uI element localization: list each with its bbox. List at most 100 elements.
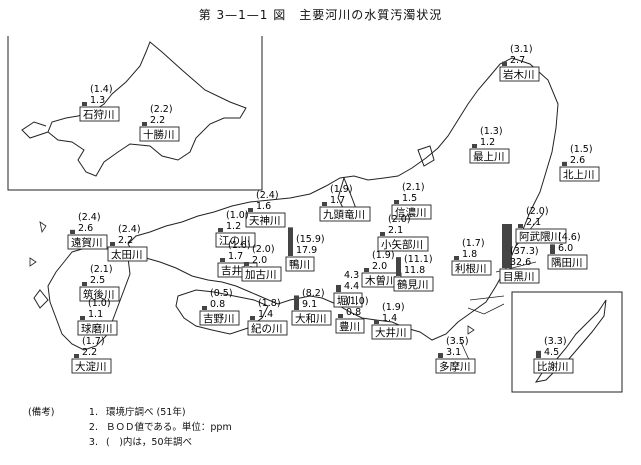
river-name-box [435,358,476,374]
current-value: 32.6 [510,257,531,268]
river-name-box [559,166,600,182]
note-number: 3. [88,437,98,448]
river-name-box [291,310,332,326]
bod-bar [244,262,249,266]
river-name-box [377,236,429,252]
previous-value: (1.6) [228,240,251,251]
bod-bar [374,320,379,324]
bod-bar [438,353,443,358]
previous-value: (15.9) [296,234,325,245]
current-value: 2.1 [526,217,541,228]
current-value: 0.8 [210,299,225,310]
river-name: 北上川 [563,169,595,181]
river-name-box [107,246,148,262]
previous-value: (2.2) [150,104,173,115]
current-value: 2.5 [90,275,105,286]
okinawa-island [534,299,607,383]
river-label-toyo: (1.0)0.8豊川 [335,296,369,334]
river-name: 加古川 [245,268,277,281]
river-name: 阿武隈川 [519,230,561,243]
river-name-box [469,148,510,164]
note-number: 2. [88,422,98,433]
previous-value: (2.1) [402,182,425,193]
current-value: 17.9 [296,245,317,256]
current-value: 1.3 [90,95,105,106]
note-text: ＢＯＤ値である。単位：ppm [106,422,232,433]
river-name-box [499,268,540,284]
okinawa-inset-frame [511,291,623,393]
river-name-box [199,310,240,326]
river-label-tokachi: (2.2)2.2 十勝川 [139,104,180,142]
bod-bar [472,144,477,148]
current-value: 2.2 [82,347,97,358]
current-value: 2.2 [150,115,165,126]
river-label-hori: 4.34.4堀川 [333,270,363,308]
river-name: 十勝川 [143,128,175,141]
bod-bar [550,244,555,254]
current-value: 3.1 [446,347,461,358]
river-name: 隅田川 [551,257,583,269]
bod-bar [82,282,87,286]
river-name-box [333,292,363,308]
river-name: 比謝川 [537,360,569,373]
current-value: 4.4 [344,281,359,292]
bod-bar [536,350,541,358]
river-name-box [79,106,120,122]
bod-bar [220,258,225,262]
river-name: 球磨川 [81,322,113,335]
note-number: 1. [88,407,98,418]
river-name-box [79,286,120,302]
current-value: 2.0 [252,255,267,266]
bod-bar [294,295,299,310]
previous-value: (37.3) [510,246,539,257]
previous-value: (2.0) [526,206,549,217]
river-label-tsurumi_kamo: (15.9)17.9 鴨川 [285,227,325,272]
river-name-box [371,324,412,340]
bod-bar [110,242,115,246]
river-name: 九頭竜川 [323,208,365,221]
previous-value: (1.3) [480,126,503,137]
note-text: 環境庁調べ (51年) [106,407,186,418]
previous-value: (2.0) [388,214,411,225]
previous-value: (1.9) [372,250,395,261]
bod-bar [502,224,512,268]
sado-island [417,145,435,167]
previous-value: (1.8) [258,298,281,309]
current-value: 2.2 [118,235,133,246]
previous-value: (1.0) [88,298,111,309]
river-name: 最上川 [473,151,505,163]
river-name-box [245,212,286,228]
river-name: 信濃川 [395,206,427,219]
river-name-box [391,204,432,220]
current-value: 2.6 [78,223,93,234]
current-value: 1.1 [88,309,103,320]
river-name: 吉野川 [203,313,235,325]
bod-bar [202,306,207,310]
bod-bar [250,316,255,320]
previous-value: (2.4) [256,190,279,201]
current-value: 1.2 [226,221,241,232]
current-value: 6.0 [558,243,573,254]
river-name: 堀川 [337,295,358,307]
figure-title: 第 3—1—1 図 主要河川の水質汚濁状況 [198,8,443,22]
note-row-2: 2. ＢＯＤ値である。単位：ppm [28,420,232,435]
note-row-3: 3. ( )内は，50年調べ [28,435,232,450]
current-value: 11.8 [404,265,425,276]
river-name-box [393,276,434,292]
river-name: 鴨川 [289,258,310,271]
river-name-box [515,228,567,244]
river-name: 木曽川 [365,274,397,287]
previous-value: (3.1) [510,44,533,55]
river-name: 大和川 [295,312,327,325]
